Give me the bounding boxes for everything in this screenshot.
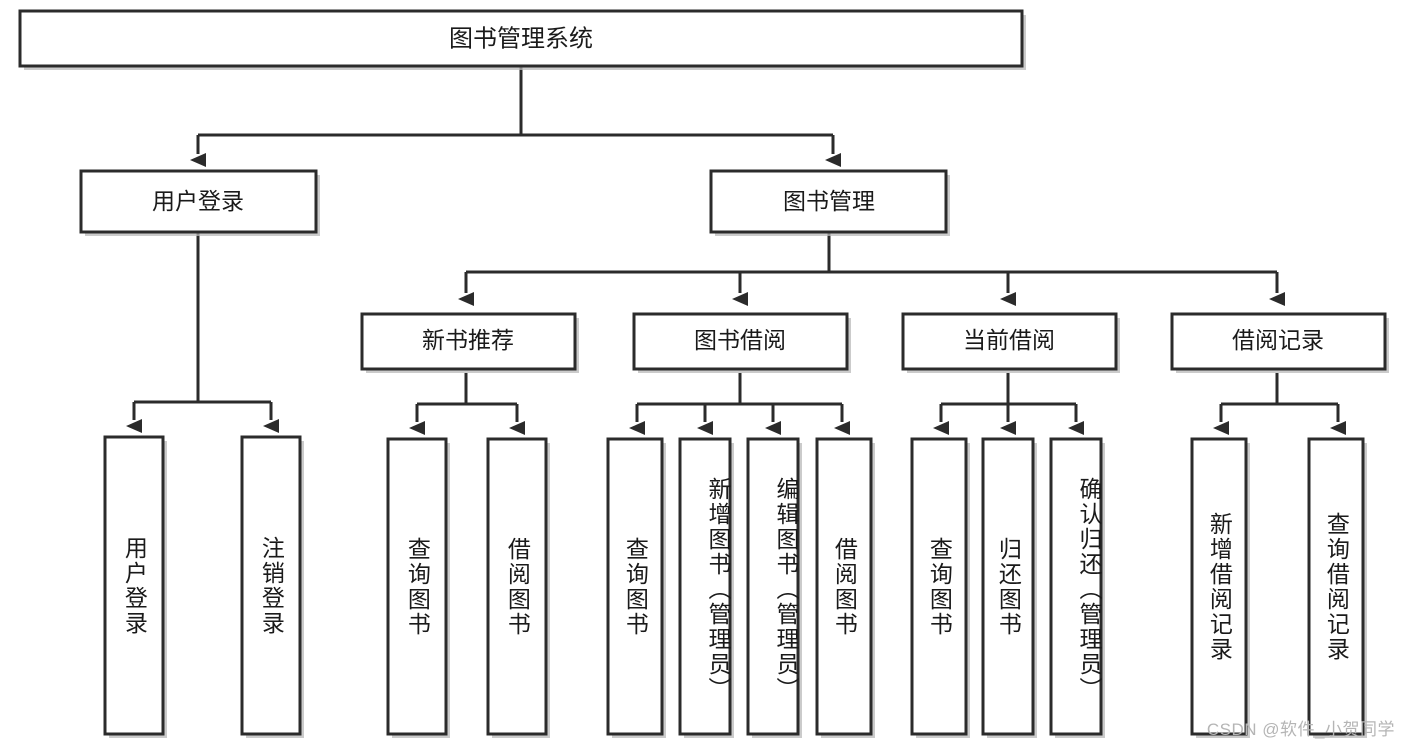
leaf-box-logout[interactable] — [240, 435, 304, 738]
node-book-borrow[interactable]: 图书借阅 — [632, 312, 851, 373]
node-book-management-label: 图书管理 — [783, 188, 875, 214]
leaf-box-borrow-book-2[interactable] — [815, 437, 875, 738]
node-book-borrow-label: 图书借阅 — [694, 327, 786, 353]
node-borrow-record[interactable]: 借阅记录 — [1170, 312, 1389, 373]
node-current-borrow-label: 当前借阅 — [963, 327, 1055, 353]
connector-bookmgmt-to-level2 — [458, 232, 1285, 306]
leaf-box-query-book-3[interactable] — [910, 437, 970, 738]
leaf-box-user-login[interactable] — [103, 435, 167, 738]
connector-bookborrow-to-leaves — [629, 373, 850, 435]
connector-borrowrecord-to-leaves — [1213, 373, 1346, 435]
node-new-book-recommend[interactable]: 新书推荐 — [360, 312, 579, 373]
leaf-box-confirm-return-admin[interactable] — [1049, 437, 1105, 738]
connector-userlogin-to-leaves — [126, 232, 279, 433]
leaf-box-add-book-admin[interactable] — [678, 437, 734, 738]
connector-newbook-to-leaves — [409, 373, 525, 435]
node-book-management[interactable]: 图书管理 — [709, 169, 950, 236]
leaf-box-edit-book-admin[interactable] — [746, 437, 802, 738]
leaf-box-query-book-2[interactable] — [606, 437, 666, 738]
csdn-watermark: CSDN @软件_小贺同学 — [1206, 720, 1395, 739]
connector-currentborrow-to-leaves — [933, 373, 1084, 435]
leaf-box-borrow-book-1[interactable] — [486, 437, 550, 738]
node-user-login[interactable]: 用户登录 — [79, 169, 320, 236]
node-root[interactable]: 图书管理系统 — [18, 9, 1026, 70]
leaf-box-query-borrow-record[interactable] — [1307, 437, 1367, 738]
leaf-box-add-borrow-record[interactable] — [1190, 437, 1250, 738]
node-user-login-label: 用户登录 — [152, 188, 244, 214]
connector-root-to-level1 — [190, 66, 841, 167]
leaf-box-query-book-1[interactable] — [386, 437, 450, 738]
node-root-label: 图书管理系统 — [449, 25, 593, 52]
leaf-boxes — [103, 435, 1367, 738]
node-current-borrow[interactable]: 当前借阅 — [901, 312, 1120, 373]
leaf-box-return-book[interactable] — [981, 437, 1037, 738]
node-new-book-recommend-label: 新书推荐 — [422, 327, 514, 353]
node-borrow-record-label: 借阅记录 — [1232, 327, 1324, 353]
